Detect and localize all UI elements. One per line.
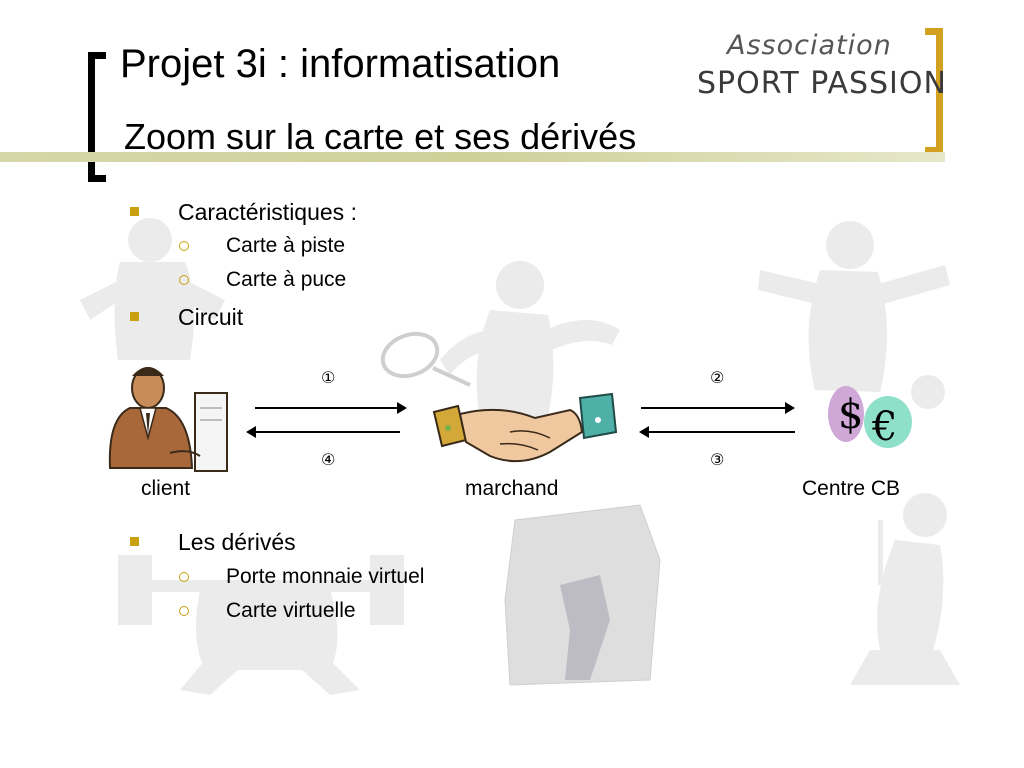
arrow-marchand-to-centre [641, 402, 795, 414]
actor-centre-cb-label: Centre CB [802, 477, 901, 500]
businessman-at-computer-icon [108, 367, 228, 472]
handshake-icon [432, 392, 618, 463]
circle-bullet-icon [179, 606, 189, 616]
association-logo: Association SPORT PASSION [697, 28, 946, 104]
circle-bullet-icon [179, 572, 189, 582]
arrow-centre-to-marchand [639, 426, 795, 438]
arrow-client-to-marchand [255, 402, 407, 414]
actor-client-label: client [141, 477, 191, 500]
step-1-label: ① [321, 368, 336, 387]
circle-bullet-icon [179, 241, 189, 251]
arrow-marchand-to-client [246, 426, 400, 438]
step-2-label: ② [710, 368, 725, 387]
step-3-label: ③ [710, 450, 725, 469]
square-bullet-icon [130, 537, 139, 546]
slide-subtitle: Zoom sur la carte et ses dérivés [124, 116, 637, 157]
left-bracket-decoration [88, 52, 106, 182]
actor-marchand-label: marchand [465, 477, 559, 500]
circle-bullet-icon [179, 275, 189, 285]
logo-line-association: Association [727, 30, 892, 61]
title-underline-band [0, 152, 945, 162]
right-bracket-decoration [925, 28, 943, 154]
square-bullet-icon [130, 207, 139, 216]
slide-title: Projet 3i : informatisation [120, 42, 561, 86]
logo-line-sport-passion: SPORT PASSION [697, 66, 947, 101]
euro-symbol: € [871, 404, 897, 450]
step-4-label: ④ [321, 450, 336, 469]
dollar-symbol: $ [838, 392, 863, 438]
square-bullet-icon [130, 312, 139, 321]
currency-coins-icon: $ € [828, 386, 912, 450]
